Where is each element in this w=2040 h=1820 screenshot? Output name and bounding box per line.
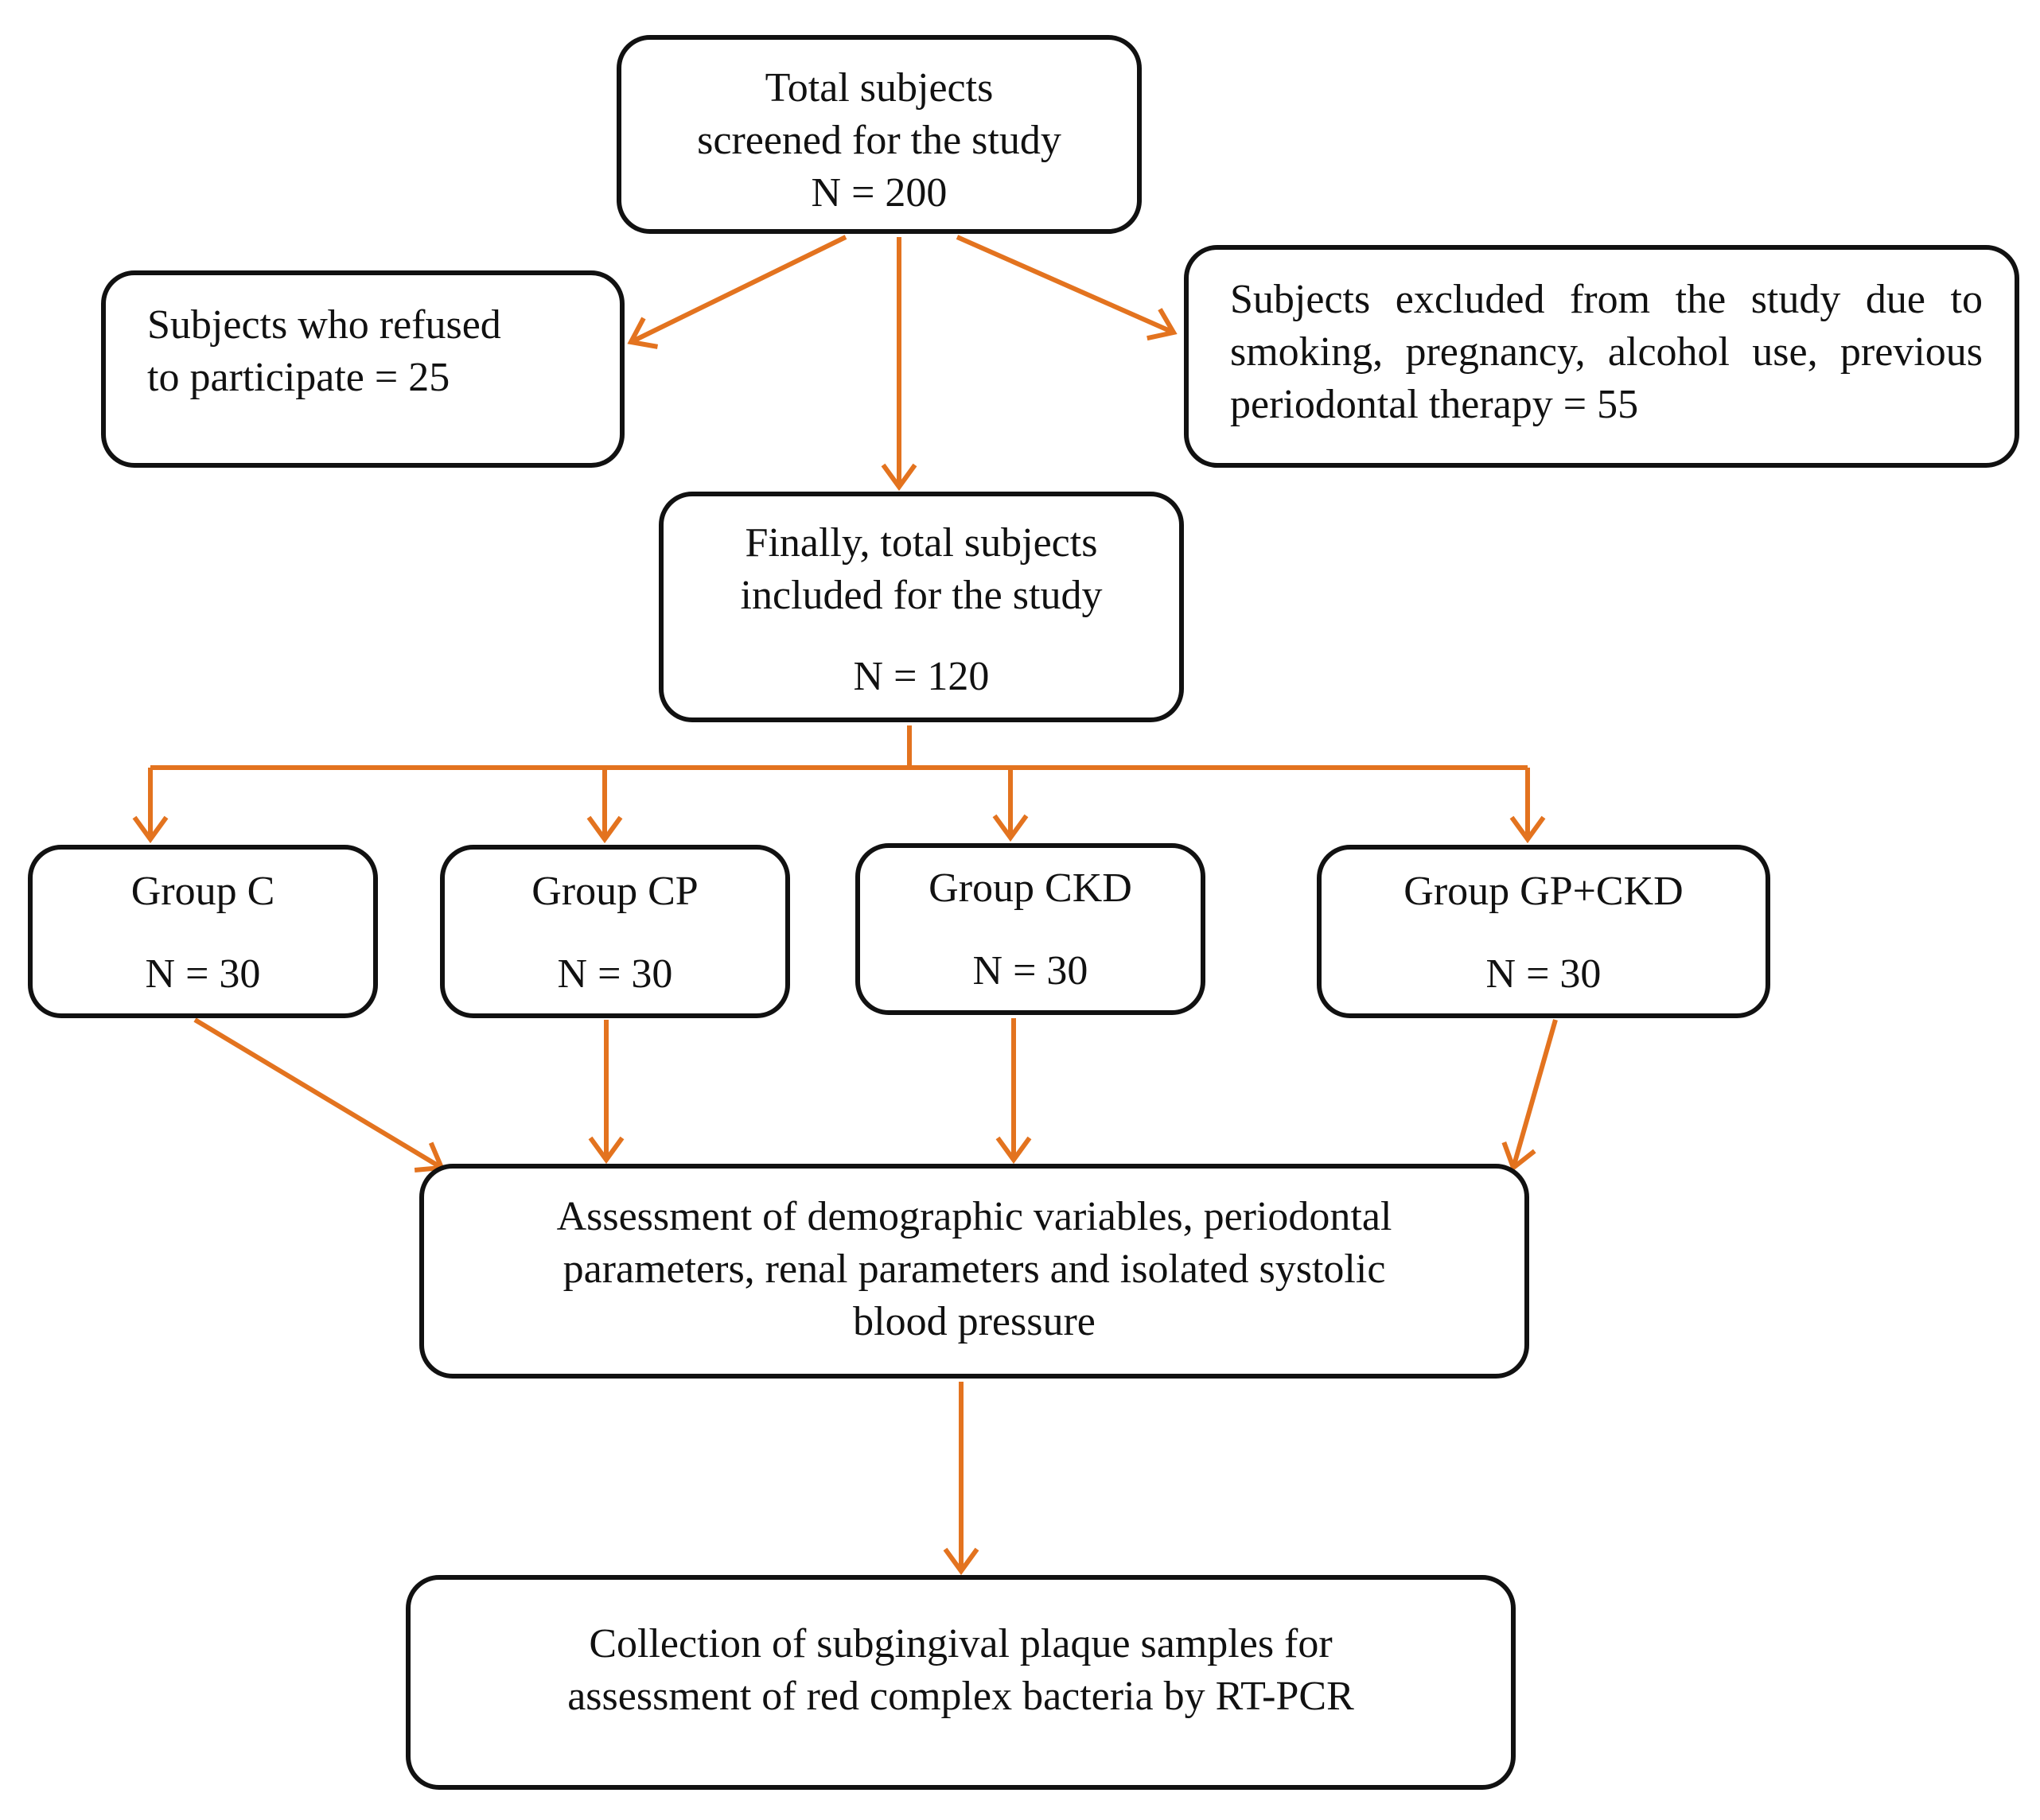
group-c-name: Group C (130, 869, 275, 914)
arrow-cp-to-assessment-head (588, 1136, 625, 1165)
group-cp-box: Group CP N = 30 (440, 845, 790, 1018)
arrow-gpckd-to-assessment-shaft (1511, 1019, 1558, 1169)
refused-line1: Subjects who refused (147, 302, 501, 348)
group-cp-count: N = 30 (557, 951, 673, 997)
collection-box: Collection of subgingival plaque samples… (406, 1575, 1516, 1790)
arrow-c-to-assessment-shaft (193, 1017, 443, 1170)
arrow-to-refused-shaft (629, 235, 847, 344)
arrow-to-excluded-head (1147, 308, 1178, 341)
arrow-gpckd-to-assessment-head (1501, 1141, 1536, 1172)
screened-line1: Total subjects (765, 65, 994, 111)
collection-line2: assessment of red complex bacteria by RT… (567, 1674, 1354, 1719)
group-c-count: N = 30 (145, 951, 261, 997)
excluded-box: Subjects excluded from the study due to … (1184, 245, 2019, 468)
group-ckd-box: Group CKD N = 30 (855, 843, 1205, 1015)
arrow-to-refused-head (627, 317, 659, 349)
arrow-to-group-cp-head (586, 815, 623, 844)
arrow-to-group-gp-ckd-head (1509, 815, 1546, 844)
group-ckd-name: Group CKD (929, 865, 1132, 911)
excluded-text: Subjects excluded from the study due to … (1230, 277, 1983, 427)
screened-box: Total subjects screened for the study N … (617, 35, 1142, 234)
group-c-box: Group C N = 30 (28, 845, 378, 1018)
included-box: Finally, total subjects included for the… (659, 492, 1184, 722)
screened-count: N = 200 (811, 170, 948, 216)
assessment-line1: Assessment of demographic variables, per… (556, 1194, 1392, 1239)
group-gp-ckd-name: Group GP+CKD (1403, 869, 1684, 914)
arrow-to-collection-head (943, 1547, 979, 1576)
included-line1: Finally, total subjects (745, 520, 1098, 566)
group-gp-ckd-count: N = 30 (1485, 951, 1602, 997)
refused-line2: to participate = 25 (147, 355, 450, 400)
group-gp-ckd-box: Group GP+CKD N = 30 (1317, 845, 1770, 1018)
arrow-to-group-c-head (132, 815, 169, 844)
arrow-to-excluded-shaft (956, 235, 1175, 335)
collection-line1: Collection of subgingival plaque samples… (589, 1621, 1333, 1666)
assessment-line2: parameters, renal parameters and isolate… (563, 1246, 1386, 1292)
screened-line2: screened for the study (697, 118, 1061, 163)
group-cp-name: Group CP (531, 869, 699, 914)
included-line2: included for the study (740, 573, 1103, 618)
group-ckd-count: N = 30 (972, 948, 1088, 994)
included-count: N = 120 (853, 654, 990, 699)
arrow-ckd-to-assessment-head (995, 1136, 1032, 1165)
arrow-to-included-head (881, 463, 917, 492)
assessment-line3: blood pressure (853, 1299, 1096, 1344)
arrow-to-group-ckd-head (992, 814, 1029, 842)
assessment-box: Assessment of demographic variables, per… (419, 1164, 1529, 1379)
refused-box: Subjects who refused to participate = 25 (101, 270, 625, 468)
